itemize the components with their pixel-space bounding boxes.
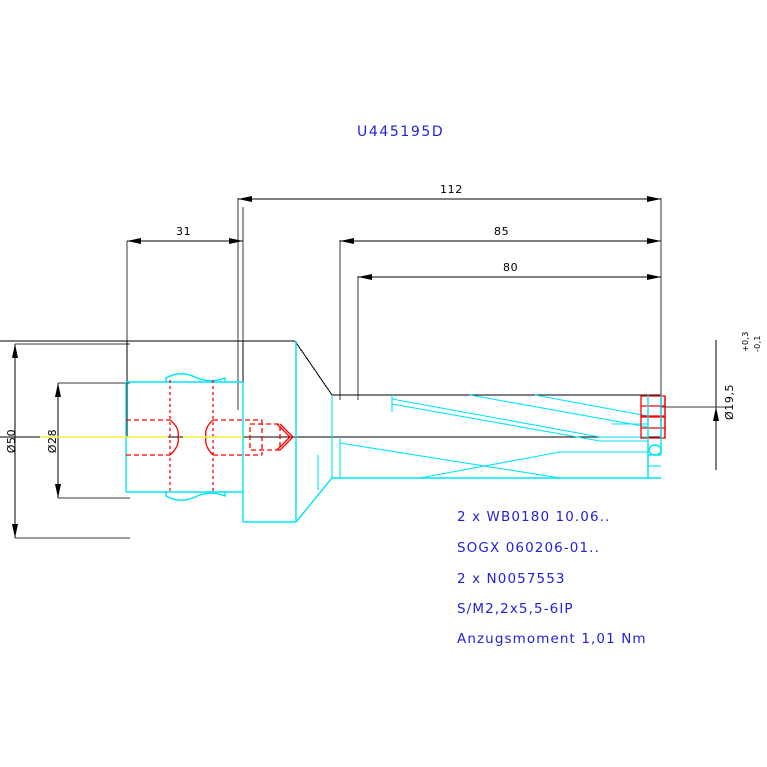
drill-tip-cyan bbox=[647, 395, 662, 478]
dimension-label-80: 80 bbox=[503, 261, 518, 274]
dimension-overall-length: 112 bbox=[237, 183, 662, 410]
drawing-title: U445195D bbox=[357, 124, 444, 140]
tool-outline-black bbox=[0, 340, 661, 438]
dimension-label-diameter-50: Ø50 bbox=[5, 429, 18, 453]
dimension-label-85: 85 bbox=[494, 225, 509, 238]
notes-block: 2 x WB0180 10.06.. SOGX 060206-01.. 2 x … bbox=[457, 509, 647, 647]
dimension-label-31: 31 bbox=[176, 225, 191, 238]
dimension-label-diameter-28: Ø28 bbox=[46, 429, 59, 453]
dimension-label-diameter-19-5: Ø19,5 bbox=[723, 384, 736, 420]
note-screw-spec: S/M2,2x5,5-6IP bbox=[457, 601, 574, 617]
drill-flutes-cyan bbox=[339, 394, 649, 479]
dimension-tolerance-lower: -0,1 bbox=[753, 335, 762, 352]
dimension-shank-bore-diameter: Ø28 bbox=[46, 382, 130, 499]
note-insert-type: SOGX 060206-01.. bbox=[457, 540, 600, 556]
dimension-flute-plus-tip-length: 85 bbox=[339, 225, 661, 400]
note-inserts: 2 x WB0180 10.06.. bbox=[457, 509, 610, 525]
dimension-cutting-diameter: Ø19,5 +0,3 -0,1 bbox=[660, 331, 762, 470]
dimension-label-112: 112 bbox=[440, 183, 463, 196]
note-screws: 2 x N0057553 bbox=[457, 571, 566, 587]
dimension-tolerance-upper: +0,3 bbox=[741, 331, 750, 352]
dimension-flute-length: 80 bbox=[357, 261, 661, 400]
note-torque: Anzugsmoment 1,01 Nm bbox=[457, 631, 647, 647]
dimension-shank-length: 31 bbox=[126, 207, 244, 390]
dimension-shank-outer-diameter: Ø50 bbox=[5, 343, 130, 539]
